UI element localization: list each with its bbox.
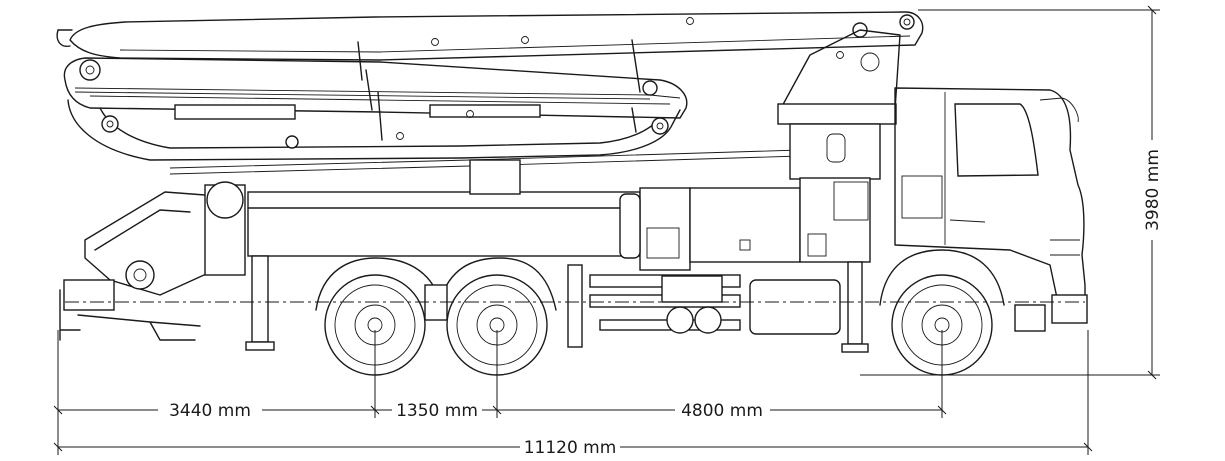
outriggers xyxy=(245,255,869,353)
dim-label-axle-spacing: 1350 mm xyxy=(396,401,478,421)
dim-label-rear-overhang: 3440 mm xyxy=(169,401,251,421)
boom xyxy=(56,11,924,175)
dim-label-wheelbase: 4800 mm xyxy=(681,401,763,421)
wheels xyxy=(315,249,1005,376)
dim-label-overall-height: 3980 mm xyxy=(1143,149,1163,231)
dim-label-overall-length: 11120 mm xyxy=(524,438,617,458)
cab xyxy=(894,87,1088,332)
superstructure xyxy=(247,159,871,335)
hopper xyxy=(59,181,246,341)
dimensions: 3440 mm 1350 mm 4800 mm 11120 mm 3980 mm xyxy=(53,5,1163,458)
turret xyxy=(777,29,901,180)
